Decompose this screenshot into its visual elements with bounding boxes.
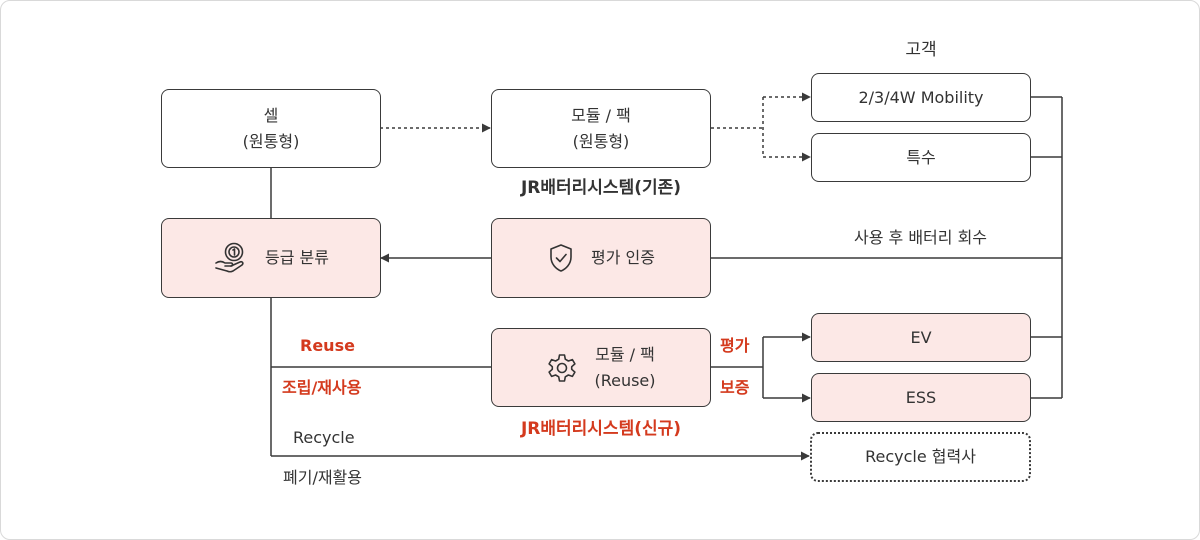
- module-existing-caption: JR배터리시스템(기존): [520, 178, 682, 198]
- module-existing-label: 모듈 / 팩: [571, 105, 631, 125]
- certification-label: 평가 인증: [591, 248, 655, 267]
- evaluation-label: 평가: [720, 336, 750, 355]
- cell-label: 셀: [263, 105, 279, 125]
- mobility-label: 2/3/4W Mobility: [858, 87, 984, 107]
- module-pack-existing-box: 모듈 / 팩 (원통형): [491, 89, 711, 168]
- module-pack-reuse-box: 모듈 / 팩 (Reuse): [491, 328, 711, 407]
- reuse-subtitle: 조립/재사용: [282, 378, 362, 397]
- gear-icon: [546, 352, 578, 384]
- certification-box: 평가 인증: [491, 218, 711, 298]
- ev-box: EV: [811, 313, 1031, 362]
- recycle-subtitle: 폐기/재활용: [283, 468, 362, 487]
- special-label: 특수: [906, 147, 936, 167]
- ess-label: ESS: [905, 387, 937, 407]
- recycle-partner-label: Recycle 협력사: [865, 447, 976, 466]
- customers-title: 고객: [905, 40, 937, 60]
- shield-check-icon: [547, 242, 575, 274]
- module-new-caption: JR배터리시스템(신규): [520, 419, 682, 439]
- guarantee-label: 보증: [720, 378, 750, 397]
- cell-sublabel: (원통형): [242, 131, 300, 151]
- recycle-title: Recycle: [293, 428, 355, 447]
- reuse-title: Reuse: [300, 336, 355, 355]
- module-reuse-label: 모듈 / 팩: [595, 344, 655, 364]
- cell-box: 셀 (원통형): [161, 89, 381, 168]
- recycle-partner-box: Recycle 협력사: [810, 432, 1031, 482]
- ev-label: EV: [910, 327, 932, 347]
- special-box: 특수: [811, 133, 1031, 182]
- grading-label: 등급 분류: [265, 248, 329, 267]
- module-existing-sublabel: (원통형): [572, 131, 630, 151]
- grading-box: 등급 분류: [161, 218, 381, 298]
- collection-label: 사용 후 배터리 회수: [854, 228, 988, 247]
- module-reuse-sublabel: (Reuse): [594, 370, 656, 390]
- coin-hand-icon: [213, 241, 249, 275]
- mobility-box: 2/3/4W Mobility: [811, 73, 1031, 122]
- ess-box: ESS: [811, 373, 1031, 422]
